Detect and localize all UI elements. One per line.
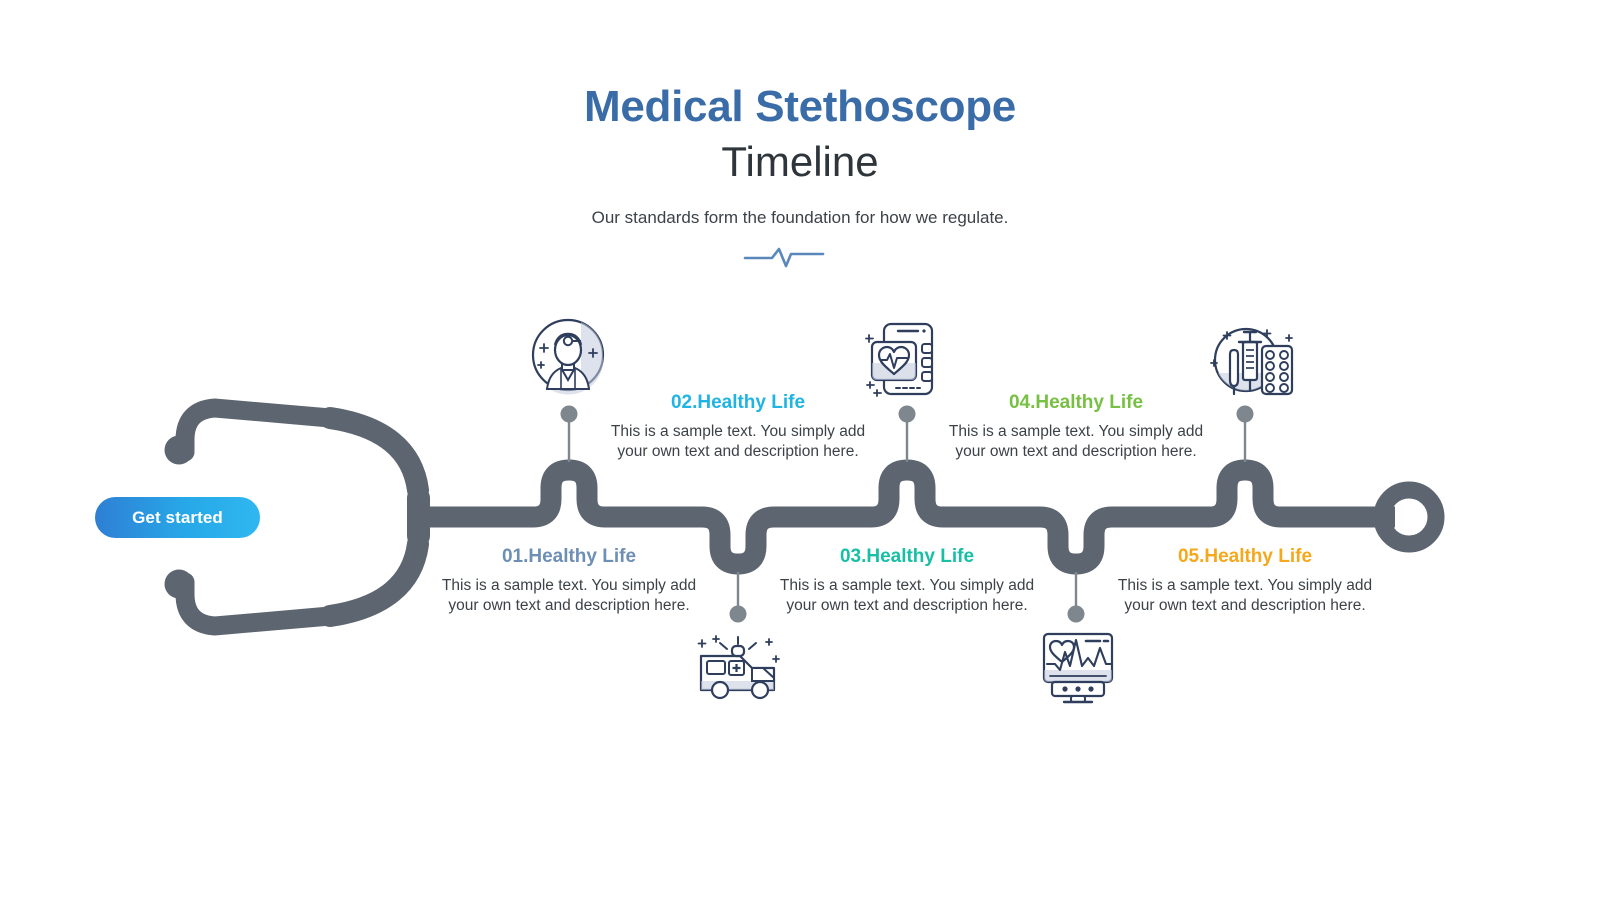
stethoscope-chestpiece-ring-icon — [1373, 481, 1445, 553]
step-03-description: This is a sample text. You simply add yo… — [779, 577, 1035, 614]
step-02-title: 02.Healthy Life — [670, 392, 806, 413]
connector-stems — [560, 405, 1254, 623]
timeline-step-05: 05.Healthy Life This is a sample text. Y… — [1115, 544, 1375, 615]
step-01-description: This is a sample text. You simply add yo… — [441, 577, 697, 614]
page-title-line2: Timeline — [721, 138, 879, 185]
ecg-pulse-line-icon — [0, 240, 1600, 270]
stethoscope-earpieces-icon — [164, 398, 430, 636]
step-04-description: This is a sample text. You simply add yo… — [948, 423, 1204, 460]
step-05-title: 05.Healthy Life — [1177, 546, 1313, 567]
get-started-button[interactable]: Get started — [95, 497, 260, 538]
timeline-step-01: 01.Healthy Life This is a sample text. Y… — [439, 544, 699, 615]
ambulance-icon — [697, 635, 780, 700]
syringe-pills-icon — [1210, 327, 1294, 396]
step-02-description: This is a sample text. You simply add yo… — [610, 423, 866, 460]
heart-rate-monitor-icon — [1042, 632, 1114, 704]
page-header: Medical Stethoscope Timeline Our standar… — [0, 78, 1600, 270]
doctor-avatar-icon — [531, 318, 605, 395]
step-01-title: 01.Healthy Life — [501, 546, 637, 567]
page-subtitle: Our standards form the foundation for ho… — [591, 208, 1009, 227]
step-04-title: 04.Healthy Life — [1008, 392, 1144, 413]
timeline-step-02: 02.Healthy Life This is a sample text. Y… — [608, 390, 868, 461]
step-05-description: This is a sample text. You simply add yo… — [1117, 577, 1373, 614]
page-title-line1: Medical Stethoscope — [584, 82, 1016, 131]
timeline-step-03: 03.Healthy Life This is a sample text. Y… — [777, 544, 1037, 615]
smartphone-health-app-icon — [865, 322, 934, 397]
step-03-title: 03.Healthy Life — [839, 546, 975, 567]
timeline-step-04: 04.Healthy Life This is a sample text. Y… — [946, 390, 1206, 461]
